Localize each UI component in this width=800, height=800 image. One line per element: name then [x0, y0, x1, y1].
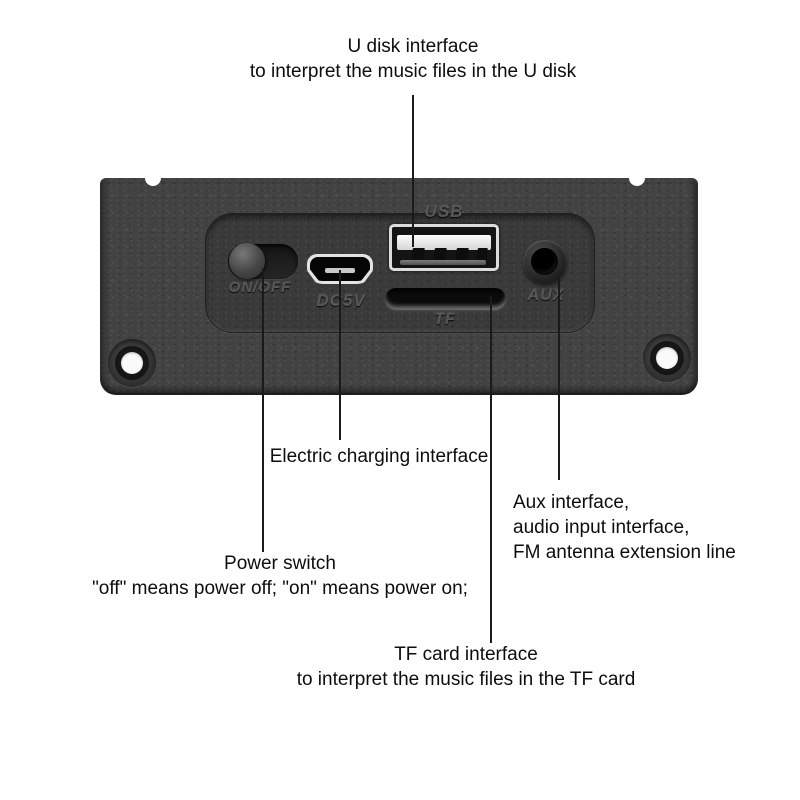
annotation-power-line2: "off" means power off; "on" means power …: [92, 578, 468, 599]
leader-line-aux: [558, 278, 560, 480]
tf-card-slot: [385, 288, 506, 310]
leader-line-tf-card: [490, 296, 492, 643]
annotation-charging: Electric charging interface: [270, 444, 489, 469]
annotation-u-disk-line2: to interpret the music files in the U di…: [249, 61, 577, 82]
screw-hole-left-opening: [121, 352, 143, 374]
annotation-tf-card: TF card interface to interpret the music…: [297, 642, 636, 692]
panel-notch-left: [145, 170, 161, 186]
aux-jack-hole: [531, 248, 558, 275]
usb-port-bottom-shell: [400, 260, 486, 265]
annotation-aux: Aux interface, audio input interface, FM…: [513, 490, 736, 565]
annotation-tf-line2: to interpret the music files in the TF c…: [296, 669, 636, 690]
usb-port-tongue: [397, 235, 491, 250]
tf-label: TF: [434, 311, 456, 328]
annotation-power-switch: Power switch "off" means power off; "on"…: [92, 551, 468, 601]
usb-port: [389, 224, 499, 271]
annotation-aux-line1: Aux interface,: [513, 492, 630, 513]
leader-line-charging: [339, 270, 341, 440]
annotation-power-line1: Power switch: [224, 553, 336, 574]
leader-line-usb: [412, 95, 414, 247]
panel-notch-right: [629, 170, 645, 186]
annotation-aux-line2: audio input interface,: [513, 517, 690, 538]
annotation-u-disk-line1: U disk interface: [347, 36, 479, 57]
dc5v-label: DC5V: [316, 291, 366, 310]
annotation-aux-line3: FM antenna extension line: [513, 542, 736, 563]
screw-hole-right-opening: [656, 347, 678, 369]
screw-hole-right: [643, 334, 691, 382]
power-switch-knob: [229, 243, 265, 279]
screw-hole-left: [108, 339, 156, 387]
aux-jack: [523, 240, 567, 284]
aux-label: AUX: [527, 287, 565, 304]
annotation-tf-line1: TF card interface: [394, 644, 538, 665]
usb-label: USB: [424, 202, 464, 221]
leader-line-power-switch: [262, 268, 264, 552]
annotation-u-disk: U disk interface to interpret the music …: [250, 34, 576, 84]
annotation-charging-line1: Electric charging interface: [269, 446, 489, 467]
power-switch-label: ON/OFF: [228, 279, 292, 296]
